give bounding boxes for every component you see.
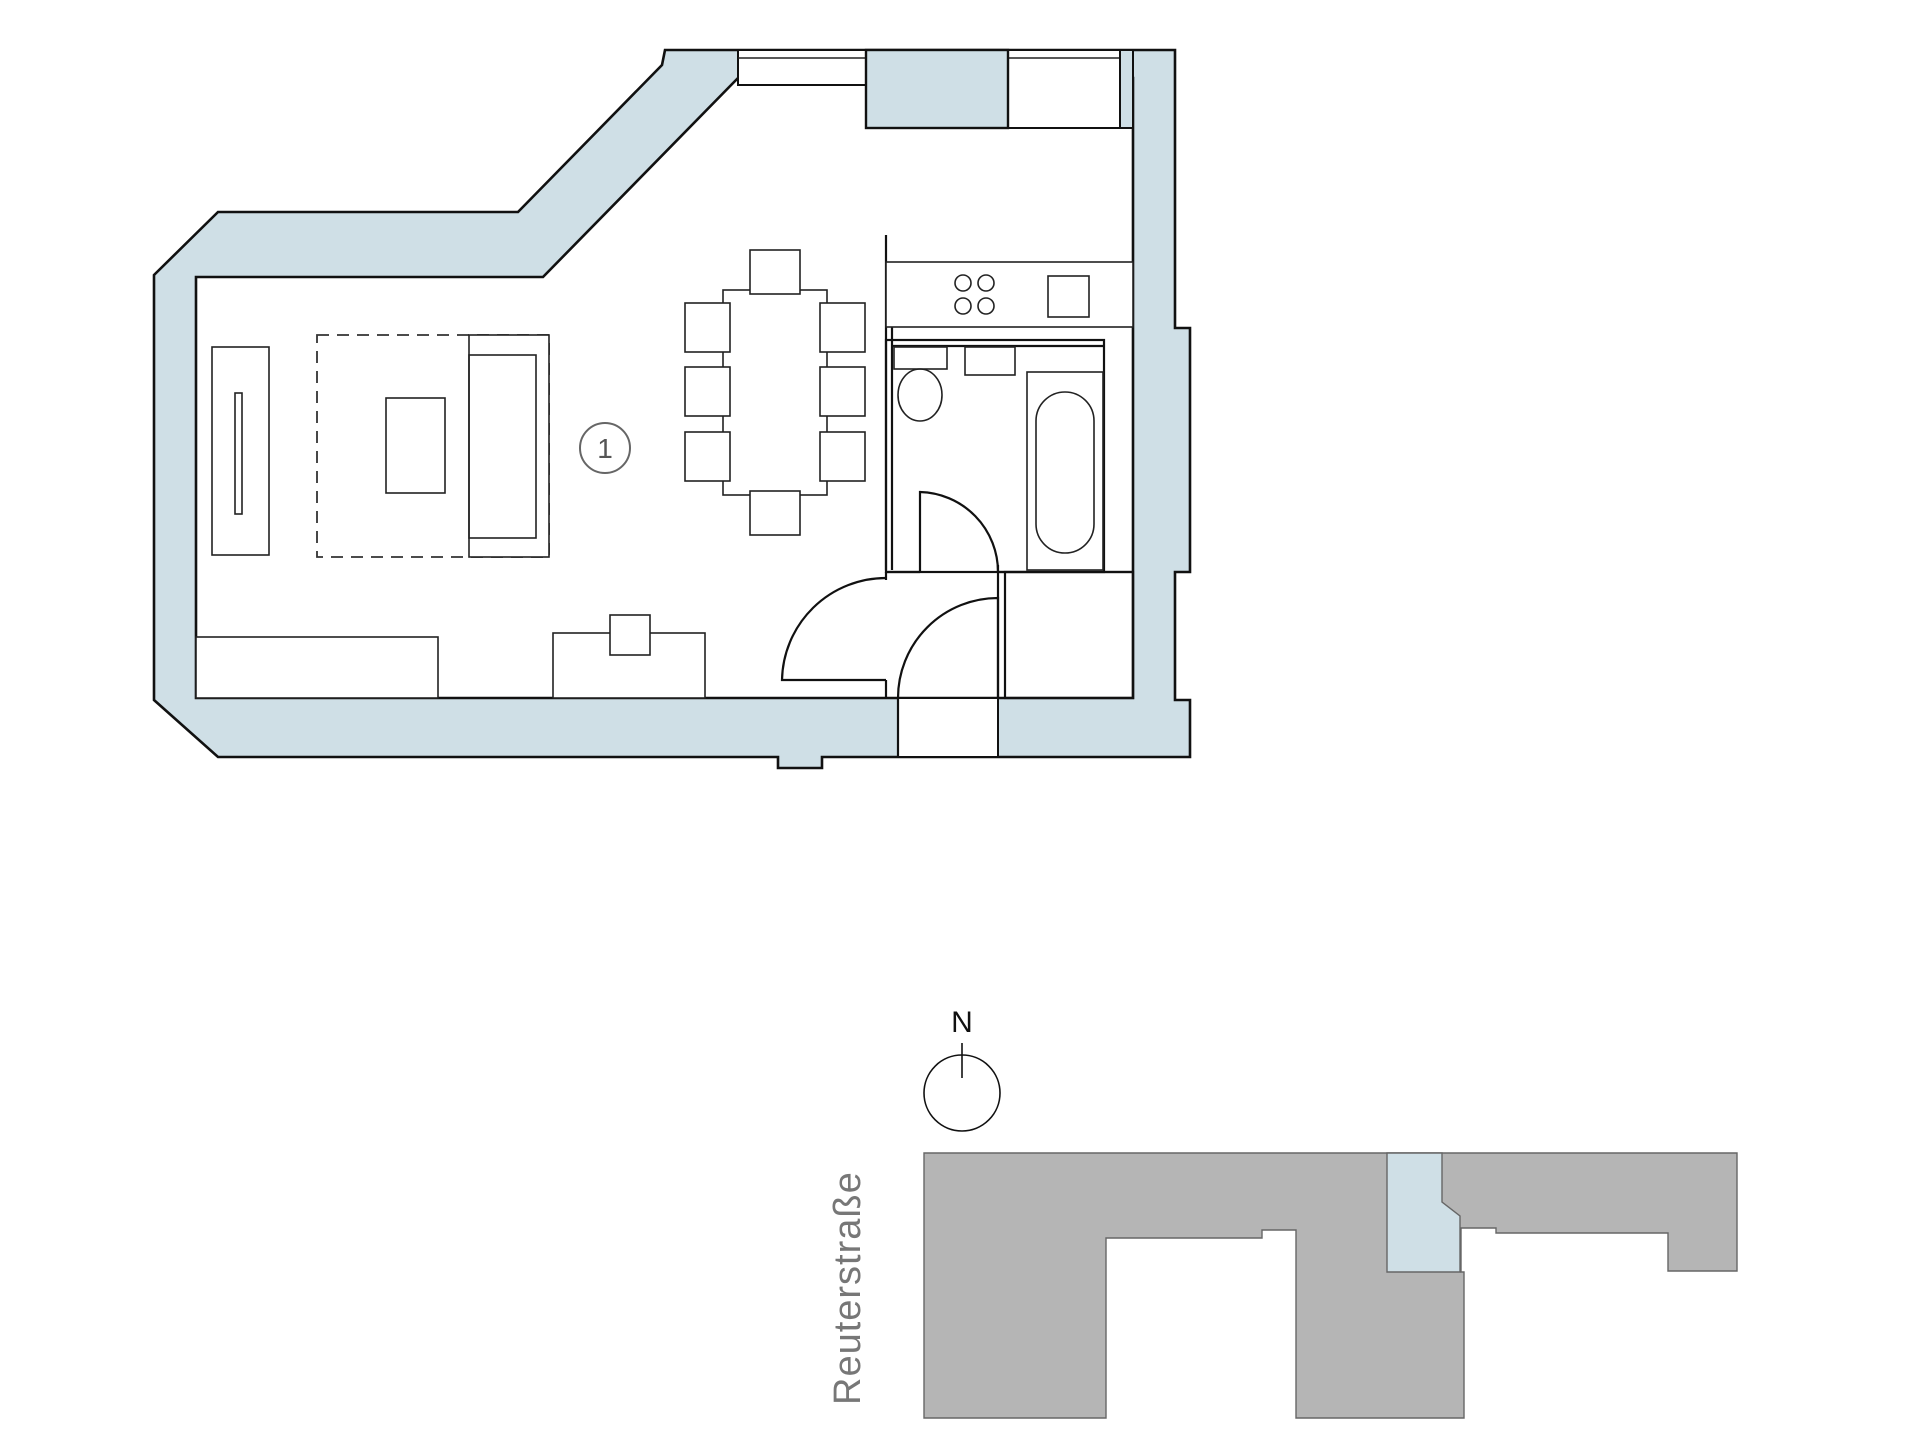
toilet-tank bbox=[893, 346, 948, 370]
coffee-table bbox=[385, 397, 446, 494]
north-arrow: N bbox=[923, 1006, 1001, 1132]
sink-icon bbox=[1047, 275, 1090, 318]
sofa bbox=[468, 334, 550, 558]
wall-pier bbox=[864, 48, 1010, 130]
chair bbox=[749, 490, 801, 536]
entrance-opening bbox=[897, 697, 999, 758]
dining-table bbox=[684, 249, 866, 536]
doors bbox=[780, 490, 1000, 757]
room-number-badge: 1 bbox=[579, 422, 631, 474]
apartment-walls bbox=[152, 48, 1192, 770]
bathroom-fixtures bbox=[893, 346, 1104, 571]
tv-cabinet bbox=[211, 346, 270, 556]
door-entrance bbox=[896, 596, 1000, 757]
living-area bbox=[195, 334, 706, 699]
toilet-icon bbox=[897, 368, 943, 422]
door-bathroom bbox=[918, 490, 1000, 573]
window-top-left bbox=[737, 49, 867, 86]
stove-icon bbox=[954, 274, 995, 315]
sofa-seat bbox=[468, 354, 537, 539]
highlighted-unit bbox=[1386, 1152, 1461, 1273]
chair bbox=[684, 366, 731, 417]
north-label: N bbox=[951, 1006, 973, 1039]
chair bbox=[749, 249, 801, 295]
sideboard bbox=[195, 636, 439, 699]
desk-chair bbox=[609, 614, 651, 656]
kitchen-counter bbox=[885, 261, 1134, 328]
chair bbox=[819, 302, 866, 353]
washbasin-icon bbox=[964, 346, 1016, 376]
chair bbox=[819, 431, 866, 482]
window-top-right bbox=[1007, 49, 1121, 129]
room-number: 1 bbox=[597, 433, 613, 464]
chair bbox=[819, 366, 866, 417]
site-plan: Reuterstraße bbox=[827, 1152, 1738, 1419]
street-label: Reuterstraße bbox=[827, 1171, 869, 1405]
bathtub-basin bbox=[1035, 391, 1095, 554]
chair bbox=[684, 302, 731, 353]
tv-icon bbox=[234, 392, 243, 515]
building-footprint bbox=[923, 1152, 1738, 1419]
chair bbox=[684, 431, 731, 482]
door-living bbox=[780, 576, 887, 682]
bathtub bbox=[1026, 371, 1104, 571]
